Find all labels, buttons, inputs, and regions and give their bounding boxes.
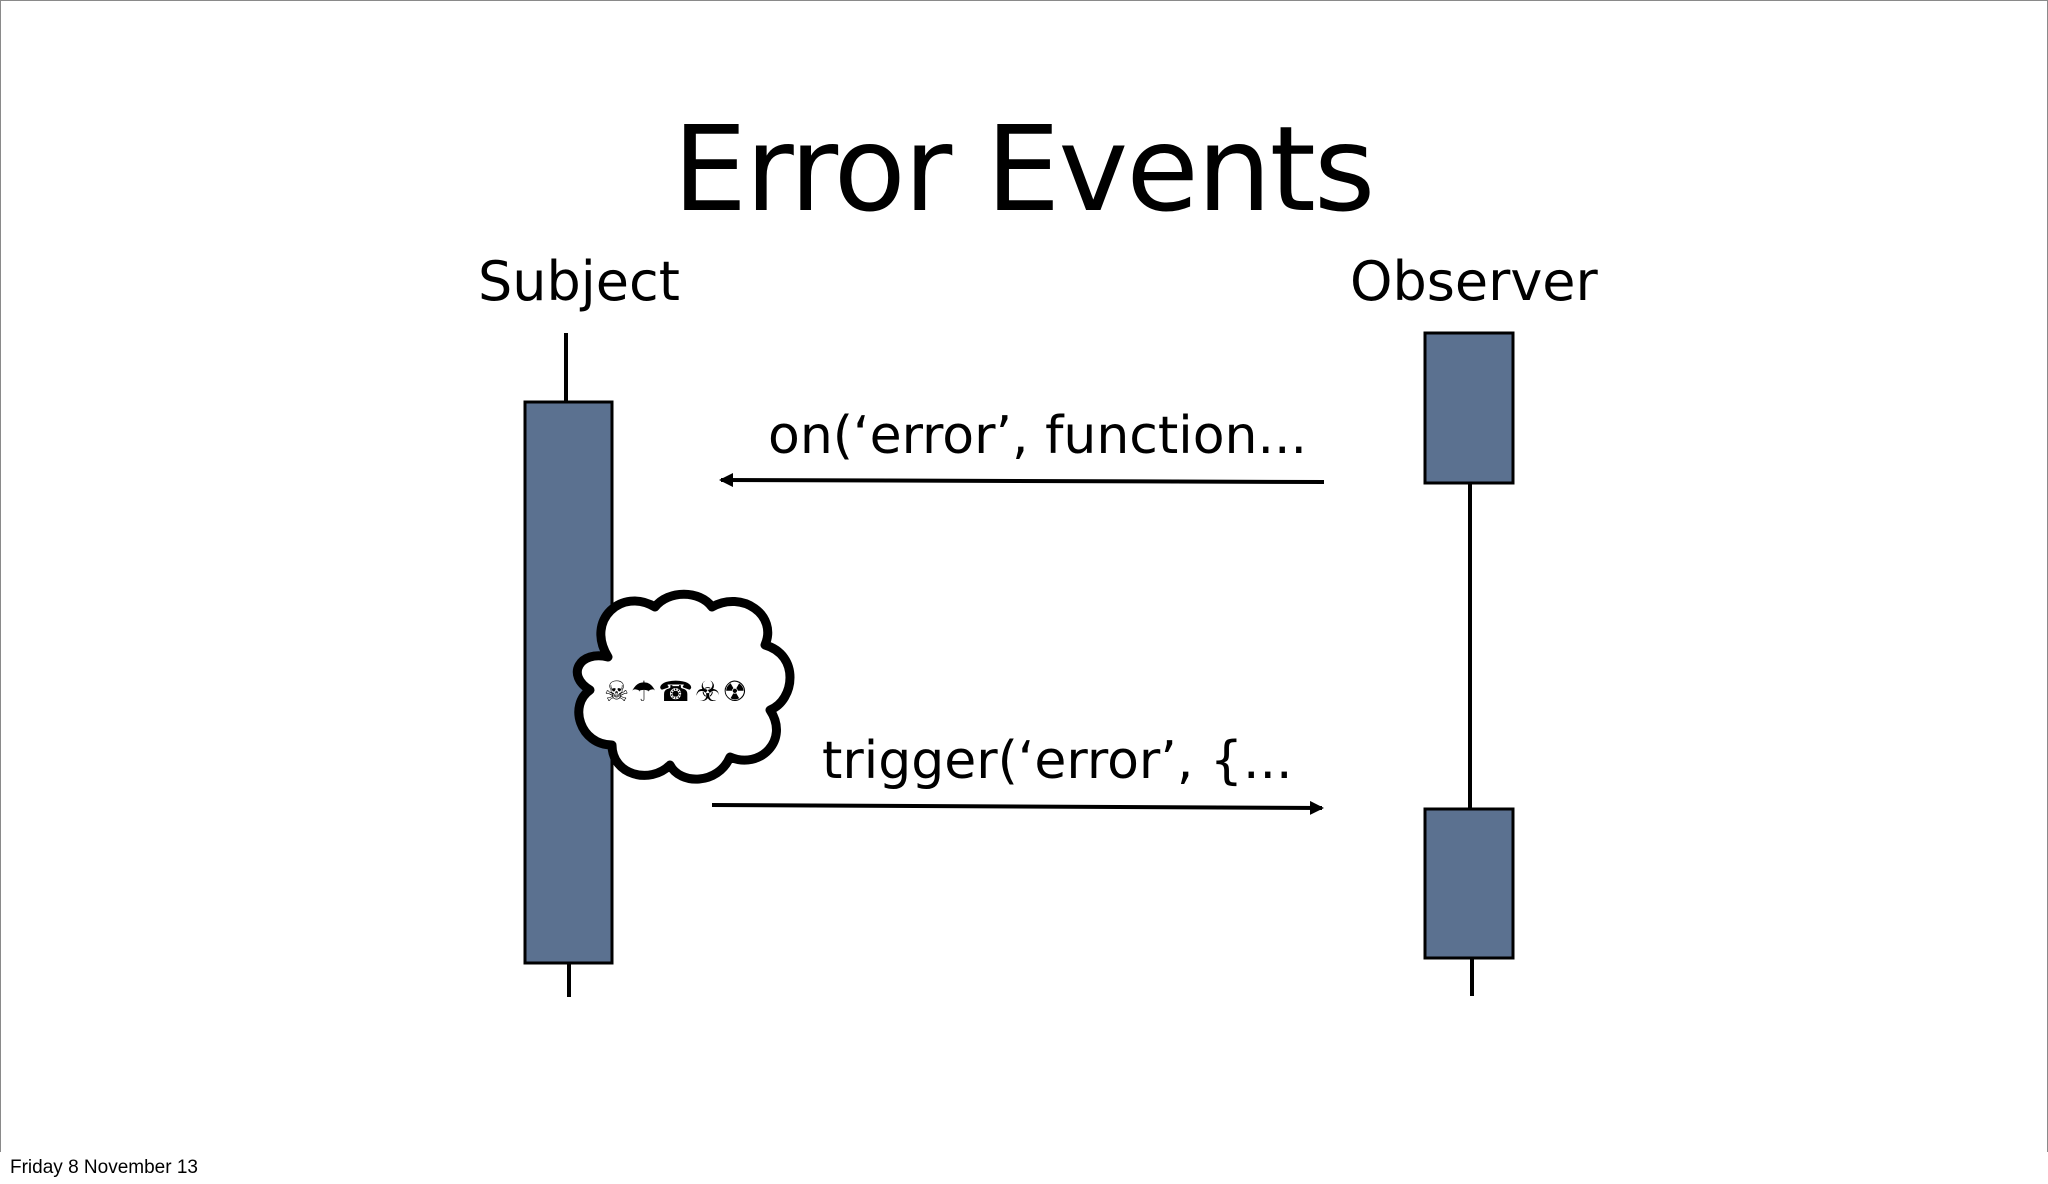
telephone-icon: ☎ xyxy=(658,675,694,708)
footer-bar xyxy=(0,1152,2048,1184)
trigger-message-label: trigger(‘error’, {... xyxy=(822,731,1293,791)
cloud-icons: ☠☂☎☣☢ xyxy=(604,672,764,712)
observer-activation-bottom xyxy=(1423,807,1515,960)
slide-canvas xyxy=(0,0,2048,1153)
observer-lane-label: Observer xyxy=(1350,250,1598,313)
trigger-message-arrow xyxy=(711,800,1324,815)
skull-crossbones-icon: ☠ xyxy=(604,675,630,708)
umbrella-icon: ☂ xyxy=(631,675,657,708)
on-message-arrow xyxy=(719,473,1325,488)
slide-date-footer: Friday 8 November 13 xyxy=(10,1157,198,1178)
biohazard-icon: ☣ xyxy=(695,675,721,708)
error-cloud xyxy=(572,589,795,784)
observer-activation-top xyxy=(1423,331,1515,485)
on-message-label: on(‘error’, function... xyxy=(768,406,1308,466)
subject-lane-label: Subject xyxy=(478,250,680,313)
radioactive-icon: ☢ xyxy=(722,675,748,708)
slide-title: Error Events xyxy=(672,100,1376,238)
